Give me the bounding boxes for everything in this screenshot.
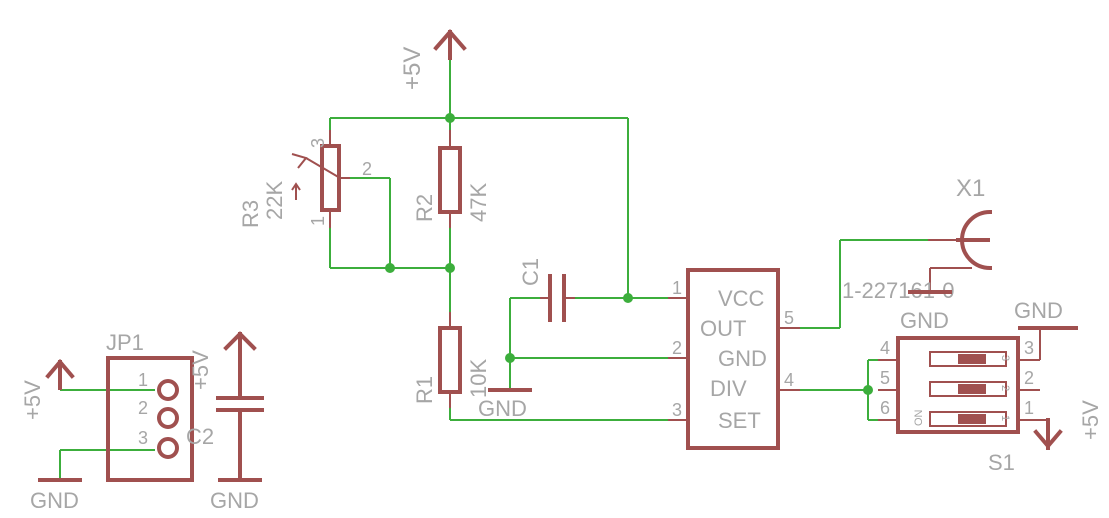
r3-pin1: 1 [308, 216, 328, 226]
junction-mid-a [385, 263, 395, 273]
x1-name: X1 [956, 175, 985, 202]
s1-pin-1: 1 [1024, 398, 1034, 418]
supply-vcc-top: +5V [399, 28, 467, 90]
wiper-arrow [305, 157, 350, 179]
dip-switch-s1: 3 2 1 ON 4 5 6 3 2 1 S1 [878, 336, 1040, 475]
r3-pin2: 2 [362, 159, 372, 179]
c1-name: C1 [518, 258, 543, 286]
ic-pin-2: 2 [672, 338, 682, 358]
jp1-pin-3: 3 [138, 428, 148, 448]
jp1-pin-1: 1 [138, 370, 148, 390]
ic-pin-3: 3 [672, 400, 682, 420]
r1-value: 10K [466, 359, 491, 398]
r1-name: R1 [412, 376, 437, 404]
supply-vcc-jp1-label: +5V [20, 380, 45, 420]
resistor-r1: R1 10K [412, 312, 491, 408]
s1-pin-6: 6 [880, 398, 890, 418]
supply-gnd-c1: GND [478, 388, 532, 421]
junctions [385, 113, 873, 395]
s1-pin-3: 3 [1024, 338, 1034, 358]
junction-div [863, 385, 873, 395]
c2-name: C2 [186, 424, 214, 449]
junction-gnd [505, 353, 515, 363]
r3-pin3: 3 [308, 138, 328, 148]
supply-gnd-s1: GND [1014, 298, 1078, 360]
supply-gnd-s1-label: GND [1014, 298, 1063, 323]
junction-top [445, 113, 455, 123]
r2-value: 47K [466, 183, 491, 222]
header-jp1: 1 2 3 JP1 [106, 330, 194, 482]
supply-gnd-x1: GND [900, 290, 952, 333]
junction-vcc-pin [623, 293, 633, 303]
resistor-r2: R2 47K [412, 130, 491, 228]
ic-label-vcc: VCC [718, 286, 765, 311]
ic-label-gnd: GND [718, 346, 767, 371]
ic-pin-4: 4 [784, 370, 794, 390]
supply-gnd-jp1: GND [30, 478, 82, 513]
supply-vcc-s1-label: +5V [1078, 400, 1103, 440]
r2-name: R2 [412, 194, 437, 222]
supply-vcc-s1: +5V [1033, 400, 1103, 450]
r3-name: R3 [238, 200, 263, 228]
s1-name: S1 [988, 450, 1015, 475]
ic-pin-1: 1 [672, 278, 682, 298]
supply-gnd-c1-label: GND [478, 396, 527, 421]
junction-mid-b [445, 263, 455, 273]
s1-switch-num-2: 2 [999, 385, 1011, 391]
s1-pin-4: 4 [880, 338, 890, 358]
jp1-name: JP1 [106, 330, 144, 355]
jp1-pin-2: 2 [138, 398, 148, 418]
ic-label-out: OUT [700, 316, 746, 341]
s1-on-label: ON [913, 409, 925, 426]
supply-gnd-x1-label: GND [900, 308, 949, 333]
supply-vcc-top-label: +5V [399, 47, 426, 90]
s1-switch-num-1: 1 [999, 415, 1011, 421]
supply-vcc-jp1: +5V [20, 358, 75, 420]
capacitor-c2: C2 +5V [186, 331, 264, 482]
resistor-r3: 3 1 2 R3 22K [238, 130, 372, 228]
supply-gnd-jp1-label: GND [30, 488, 79, 513]
ic-pin-5: 5 [784, 308, 794, 328]
ic-label-div: DIV [710, 376, 747, 401]
supply-vcc-c2-label: +5V [188, 350, 213, 390]
s1-switch-num-3: 3 [999, 355, 1011, 361]
supply-gnd-c2-label: GND [210, 488, 259, 513]
ic-chip: 1 2 3 5 4 VCC OUT GND DIV SET [668, 268, 800, 450]
r3-value: 22K [262, 181, 287, 220]
s1-pin-5: 5 [880, 368, 890, 388]
ic-label-set: SET [718, 408, 761, 433]
s1-pin-2: 2 [1024, 368, 1034, 388]
capacitor-c1: C1 [518, 258, 575, 322]
supply-gnd-c2: GND [210, 478, 262, 513]
